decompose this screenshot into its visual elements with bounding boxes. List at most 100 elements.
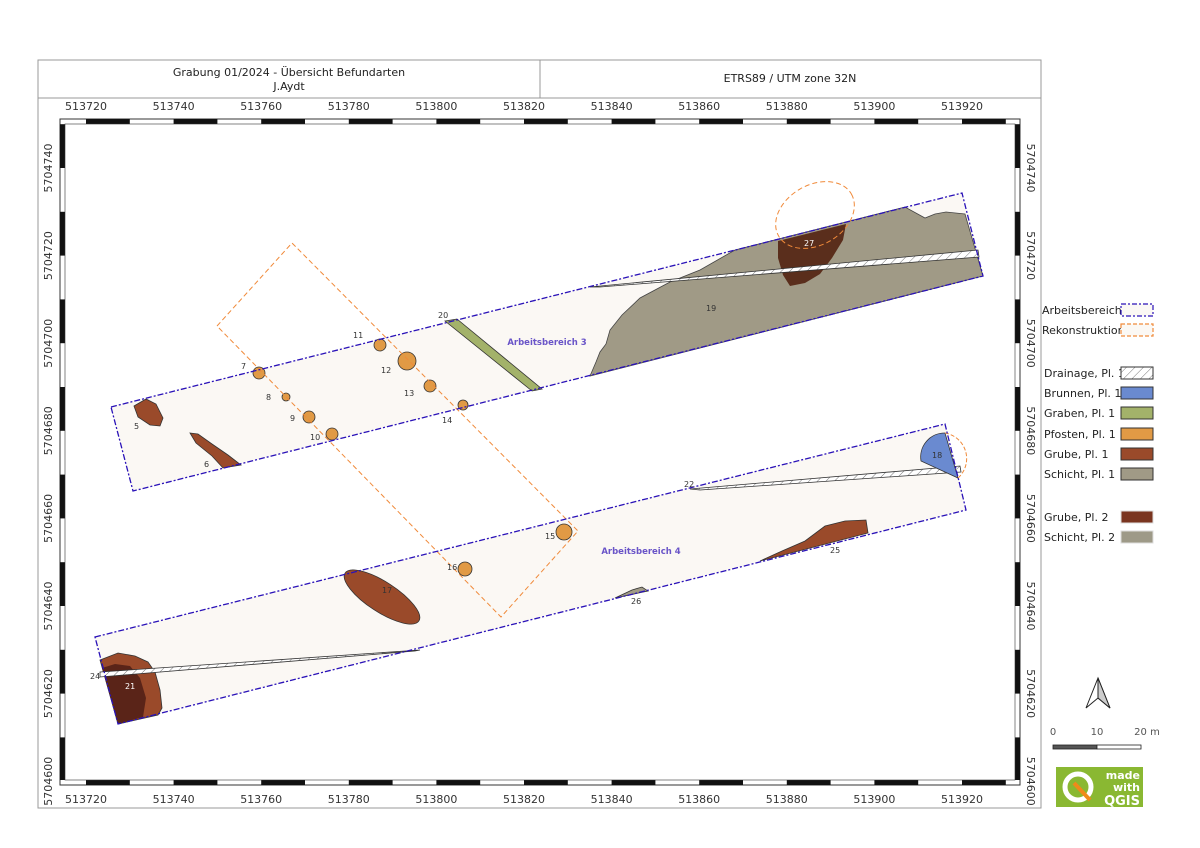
feature-grube-6[interactable] (189, 432, 242, 469)
ruler-segment (261, 780, 305, 785)
feature-drainage-top[interactable] (589, 249, 980, 288)
label-25: 25 (830, 546, 840, 555)
legend-swatch (1120, 467, 1154, 481)
y-tick-label-left: 5704680 (42, 406, 55, 455)
ruler-segment (60, 562, 65, 606)
ruler-segment (173, 119, 218, 124)
x-tick-label: 513880 (766, 793, 808, 806)
ruler-segment (524, 780, 568, 785)
x-tick-label: 513780 (328, 100, 370, 113)
feature-schicht-19[interactable] (589, 206, 984, 377)
feature-pfosten-16[interactable] (457, 561, 473, 577)
arbeitsbereich-4[interactable] (94, 423, 967, 725)
label-15: 15 (545, 532, 555, 541)
x-tick-label: 513820 (503, 100, 545, 113)
x-tick-label: 513860 (678, 793, 720, 806)
rekonstruktion-brunnen (944, 432, 968, 479)
feature-graben-20[interactable] (444, 318, 543, 392)
y-tick-label-left: 5704640 (42, 582, 55, 631)
legend-label: Schicht, Pl. 2 (1044, 531, 1115, 544)
ruler-segment (60, 387, 65, 431)
x-tick-label: 513720 (65, 100, 107, 113)
ruler-segment (524, 119, 568, 124)
label-21: 21 (125, 682, 135, 691)
ruler-segment (1015, 124, 1020, 168)
feature-pfosten-13[interactable] (423, 379, 437, 393)
x-tick-label: 513760 (240, 100, 282, 113)
x-tick-label: 513760 (240, 793, 282, 806)
legend-label: Schicht, Pl. 1 (1044, 468, 1115, 481)
label-26: 26 (631, 597, 641, 606)
feature-pfosten-15[interactable] (555, 523, 573, 541)
x-tick-label: 513720 (65, 793, 107, 806)
y-tick-label-right: 5704640 (1024, 582, 1037, 631)
feature-pfosten-9[interactable] (302, 410, 316, 424)
legend-label: Pfosten, Pl. 1 (1044, 428, 1116, 441)
ruler-segment (786, 119, 831, 124)
label-14: 14 (442, 416, 452, 425)
x-tick-label: 513740 (153, 100, 195, 113)
ruler-segment (60, 474, 65, 519)
ruler-segment (261, 119, 305, 124)
x-tick-label: 513820 (503, 793, 545, 806)
legend-swatch (1120, 323, 1154, 337)
feature-drainage-22[interactable] (689, 465, 962, 491)
feature-pfosten-10[interactable] (325, 427, 339, 441)
ruler-segment (1015, 737, 1020, 780)
map-author: J.Aydt (272, 80, 305, 93)
label-22: 22 (684, 480, 694, 489)
ruler-segment (611, 780, 656, 785)
ruler-segment (436, 780, 481, 785)
legend-label: Brunnen, Pl. 1 (1044, 387, 1121, 400)
map-content[interactable]: Arbeitsbereich 3 Arbeitsbereich 4 5 6 7 … (90, 168, 984, 725)
legend-label: Drainage, Pl. 1 (1044, 367, 1125, 380)
rekonstruktion-rectangle[interactable] (216, 242, 579, 618)
ruler-segment (436, 119, 481, 124)
feature-grube-5[interactable] (133, 398, 164, 427)
y-tick-label-left: 5704720 (42, 231, 55, 280)
legend-label: Grube, Pl. 2 (1044, 511, 1108, 524)
y-tick-label-left: 5704600 (42, 757, 55, 806)
y-tick-label-right: 5704700 (1024, 319, 1037, 368)
legend-swatch (1120, 386, 1154, 400)
y-tick-label-right: 5704740 (1024, 144, 1037, 193)
ruler-segment (60, 124, 65, 168)
legend-swatch (1120, 366, 1154, 380)
ruler-segment (1015, 474, 1020, 519)
ruler-segment (173, 780, 218, 785)
ruler-segment (1015, 387, 1020, 431)
legend-label: Rekonstruktion (1042, 324, 1125, 337)
arbeitsbereich-3[interactable] (110, 192, 984, 492)
ruler-segment (962, 780, 1006, 785)
y-tick-label-right: 5704680 (1024, 406, 1037, 455)
ruler-segment (699, 780, 743, 785)
label-17: 17 (382, 586, 392, 595)
feature-brunnen-18[interactable] (920, 432, 959, 479)
scalebar: 0 10 20 m (1050, 727, 1160, 750)
feature-grube-21-pl2[interactable] (102, 664, 146, 724)
y-tick-label-right: 5704720 (1024, 231, 1037, 280)
label-13: 13 (404, 389, 414, 398)
ruler-segment (699, 119, 743, 124)
legend-label: Arbeitsbereich (1042, 304, 1122, 317)
label-7: 7 (241, 362, 246, 371)
feature-pfosten-12[interactable] (397, 351, 417, 371)
x-tick-label: 513920 (941, 793, 983, 806)
x-tick-label: 513800 (415, 793, 457, 806)
feature-grube-17[interactable] (337, 560, 427, 633)
rekonstruktion-ellipse[interactable] (764, 168, 867, 262)
feature-drainage-24[interactable] (99, 649, 421, 678)
legend-swatch (1120, 303, 1154, 317)
ruler-segment (60, 211, 65, 256)
feature-grube-25[interactable] (759, 519, 869, 562)
ruler-segment (1015, 649, 1020, 694)
x-tick-label: 513860 (678, 100, 720, 113)
label-6: 6 (204, 460, 209, 469)
logo-made: made (1106, 769, 1140, 782)
ruler-segment (1015, 562, 1020, 606)
label-20: 20 (438, 311, 448, 320)
label-10: 10 (310, 433, 320, 442)
ruler-segment (874, 780, 919, 785)
